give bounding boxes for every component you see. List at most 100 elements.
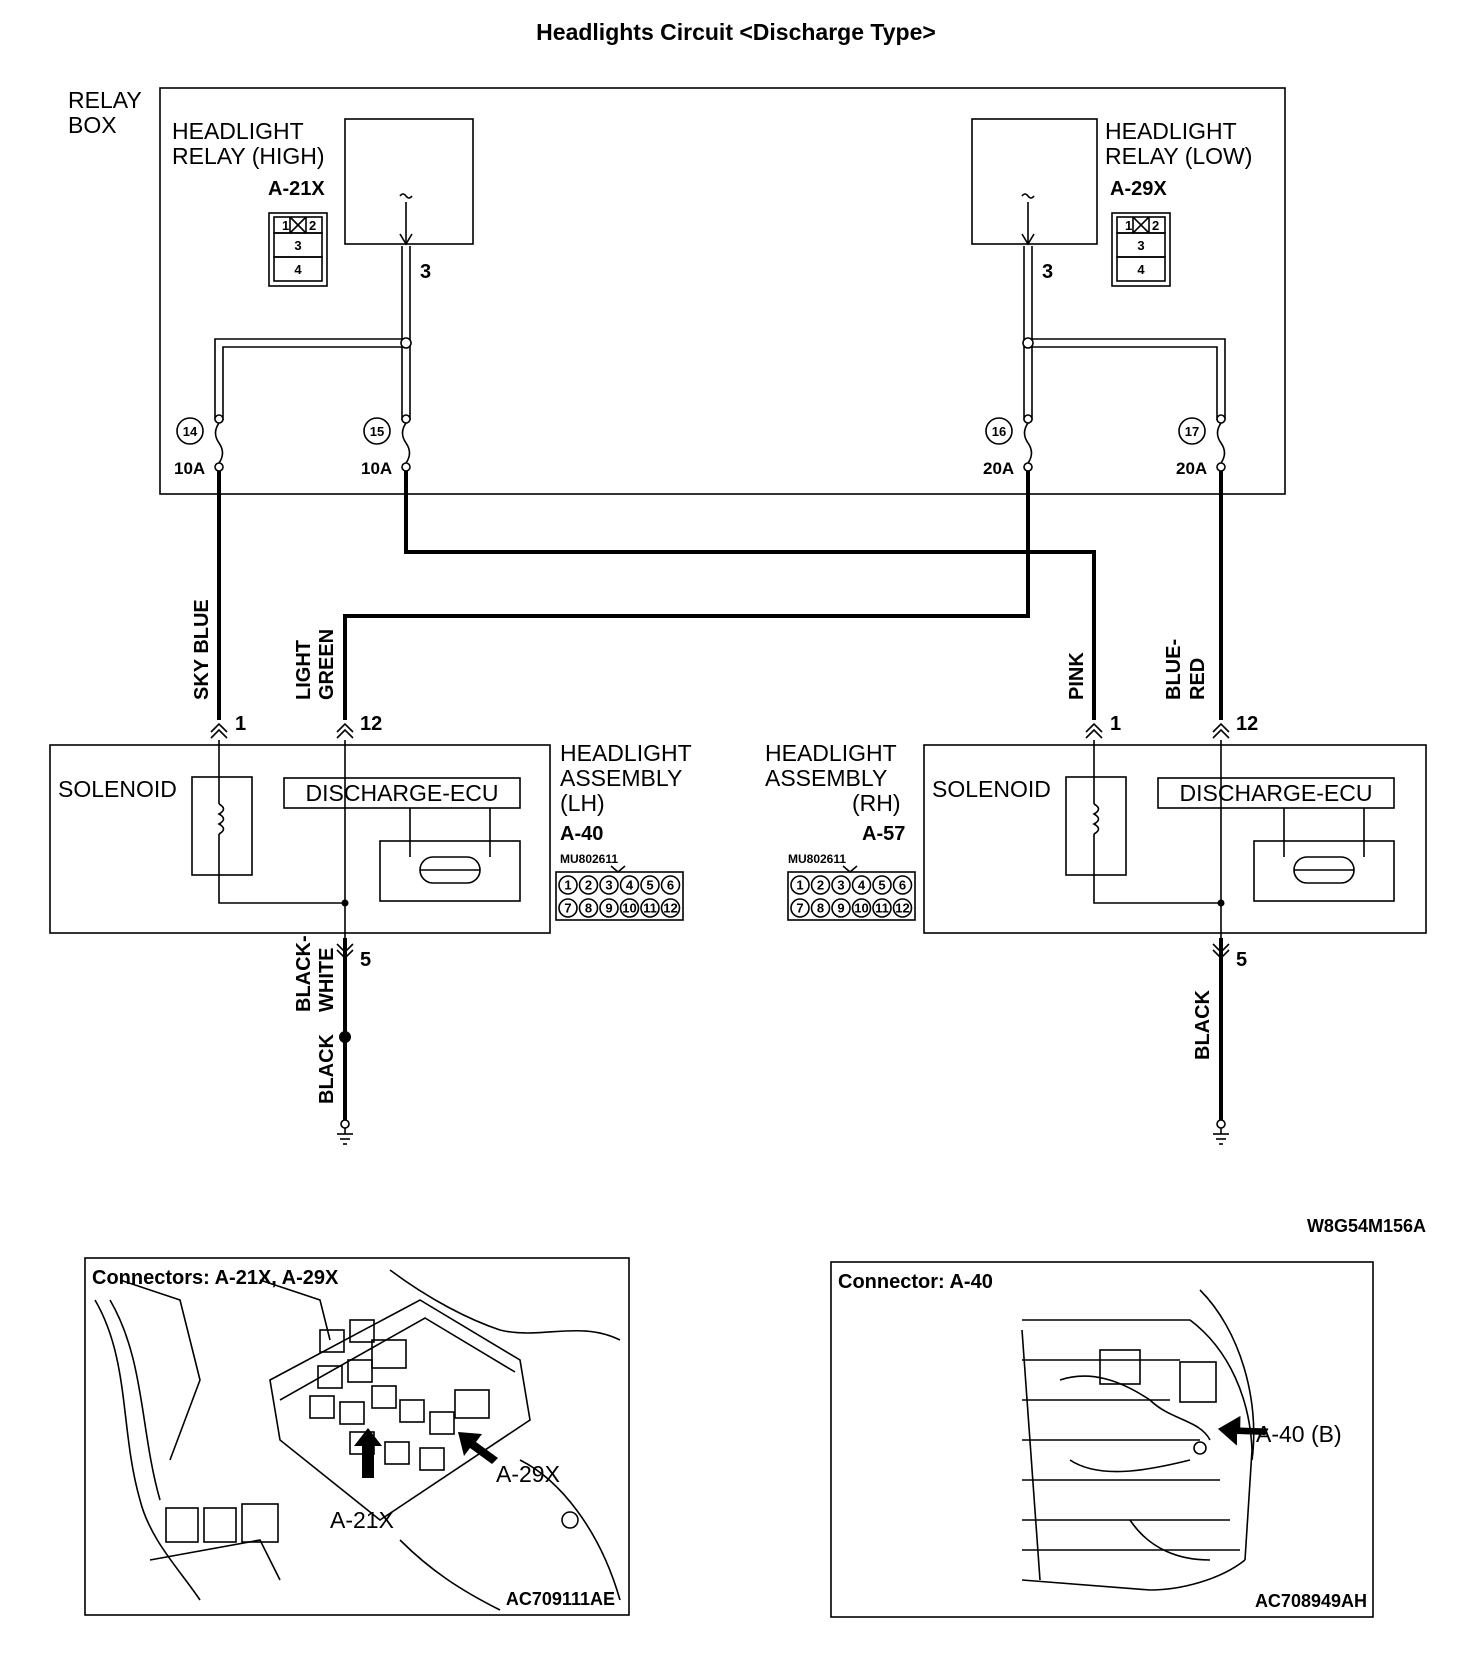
rh-connector-pin-3 — [831, 875, 851, 895]
wire-label-pink: PINK — [1066, 652, 1088, 700]
rh-connector-pin-12 — [892, 898, 913, 918]
relay-box — [159, 87, 1286, 495]
lh-lamp-box — [379, 840, 521, 902]
lh-connector-pin-7 — [558, 898, 578, 918]
rh-ecu-box — [1157, 777, 1395, 809]
rh-connector-pin-7 — [790, 898, 810, 918]
wire-label-blue-red-2: RED — [1187, 658, 1209, 700]
fuse-14: 14 10A — [174, 414, 224, 478]
relay-box-label: RELAY — [68, 87, 142, 113]
lh-connector-pin-label: 3 — [605, 878, 612, 893]
rh-connector-pin-9 — [831, 898, 851, 918]
rh-assembly-code: A-57 — [862, 823, 905, 845]
fuse-15-number: 15 — [370, 424, 384, 439]
rh-connector-pin-11 — [872, 898, 892, 918]
relay-high-code: A-21X — [268, 178, 325, 200]
rh-pin-12: 12 — [1236, 713, 1258, 735]
lh-connector-pin-8 — [578, 898, 599, 918]
pin-chevrons — [210, 722, 1230, 960]
rh-assembly-label: HEADLIGHT — [765, 740, 897, 766]
lh-pin-1: 1 — [235, 713, 246, 735]
wire-label-black-lh: BLACK — [316, 1033, 338, 1104]
rh-connector-pin-label: 4 — [858, 878, 866, 893]
lh-connector-pin-label: 11 — [643, 901, 657, 916]
ground-symbol-rh — [1213, 1119, 1229, 1145]
lh-part-number: MU802611 — [560, 852, 618, 866]
arrow-a21x-icon — [354, 1428, 382, 1478]
lh-connector-pin-label: 12 — [663, 901, 677, 916]
rh-connector-pin-8 — [810, 898, 831, 918]
rh-connector-pin-label: 5 — [878, 878, 885, 893]
photo-panel-left — [84, 1257, 630, 1616]
rh-connector-pin-label: 9 — [837, 901, 844, 916]
photo-left-callout-a29x: A-29X — [496, 1461, 560, 1487]
relay-low-label: HEADLIGHT — [1105, 118, 1237, 144]
relay-high-pin: 3 — [420, 261, 431, 283]
lh-connector-pin-10 — [619, 898, 640, 918]
fuse-14-number: 14 — [183, 424, 198, 439]
headlight-assembly-rh — [923, 744, 1427, 934]
lh-connector-pin-1 — [558, 875, 578, 895]
lh-connector-pin-label: 9 — [605, 901, 612, 916]
rh-connector-pin-6 — [892, 875, 913, 895]
wire-label-black-white: BLACK- — [293, 935, 315, 1012]
relay-high-coil-icon — [399, 193, 413, 199]
fuse-15: 15 10A — [361, 414, 411, 478]
svg-text:2: 2 — [309, 218, 316, 233]
relay-low-label-2: RELAY (LOW) — [1105, 143, 1252, 169]
lh-connector-pin-11 — [640, 898, 660, 918]
wire-label-light-green: LIGHT — [293, 640, 315, 700]
lh-connector-pin-label: 10 — [622, 901, 636, 916]
relay-high-label: HEADLIGHT — [172, 118, 304, 144]
wire-label-sky-blue: SKY BLUE — [191, 599, 213, 700]
rh-solenoid-body — [1065, 776, 1127, 876]
fuse-17-number: 17 — [1185, 424, 1199, 439]
wire-label-black-white-2: WHITE — [316, 948, 338, 1012]
fuse-17: 17 20A — [1176, 414, 1226, 478]
rh-connector-pin-10 — [851, 898, 872, 918]
lh-pin-5: 5 — [360, 949, 371, 971]
relay-low-coil-icon — [1021, 193, 1035, 199]
rh-connector-pin-label: 10 — [854, 901, 868, 916]
photo-panel-right — [830, 1261, 1374, 1618]
lh-connector-pin-label: 1 — [564, 878, 571, 893]
rh-assembly-label-3: (RH) — [852, 790, 901, 816]
rh-connector-pin-1 — [790, 875, 810, 895]
relay-high-body — [344, 118, 474, 245]
rh-part-number: MU802611 — [788, 852, 846, 866]
wire-label-light-green-2: GREEN — [316, 629, 338, 700]
fuse-15-rating: 10A — [361, 459, 392, 478]
rh-connector-pin-label: 3 — [837, 878, 844, 893]
rh-connector-pin-label: 12 — [895, 901, 909, 916]
lh-assembly-label-3: (LH) — [560, 790, 605, 816]
svg-text:1: 1 — [1125, 218, 1132, 233]
rh-lamp-box — [1253, 840, 1395, 902]
svg-text:4: 4 — [294, 262, 302, 277]
lh-solenoid-label: SOLENOID — [58, 776, 177, 802]
lh-connector-pin-label: 6 — [667, 878, 674, 893]
lh-connector-pin-9 — [599, 898, 619, 918]
fuse-16-number: 16 — [992, 424, 1006, 439]
photo-right-code: AC708949AH — [1255, 1591, 1367, 1611]
rh-solenoid-coil-icon — [1092, 803, 1100, 835]
relay-low-code: A-29X — [1110, 178, 1167, 200]
rh-connector-pin-4 — [851, 875, 872, 895]
lh-connector-pin-label: 4 — [626, 878, 634, 893]
rh-ecu-label: DISCHARGE-ECU — [1180, 780, 1373, 806]
relay-high-connector-icon: 1 2 3 4 — [268, 212, 328, 287]
relay-box-illustration — [94, 1269, 621, 1611]
diagram-code: W8G54M156A — [1307, 1216, 1426, 1236]
relay-low-body — [971, 118, 1098, 245]
lh-assembly-code: A-40 — [560, 823, 603, 845]
svg-text:3: 3 — [1137, 238, 1144, 253]
rh-connector-pin-label: 8 — [817, 901, 824, 916]
lh-connector-pin-label: 8 — [585, 901, 592, 916]
relay-low-pin: 3 — [1042, 261, 1053, 283]
rh-connector-pin-label: 1 — [796, 878, 803, 893]
lh-connector-pin-label: 5 — [646, 878, 653, 893]
svg-text:1: 1 — [282, 218, 289, 233]
relay-high-label-2: RELAY (HIGH) — [172, 143, 325, 169]
